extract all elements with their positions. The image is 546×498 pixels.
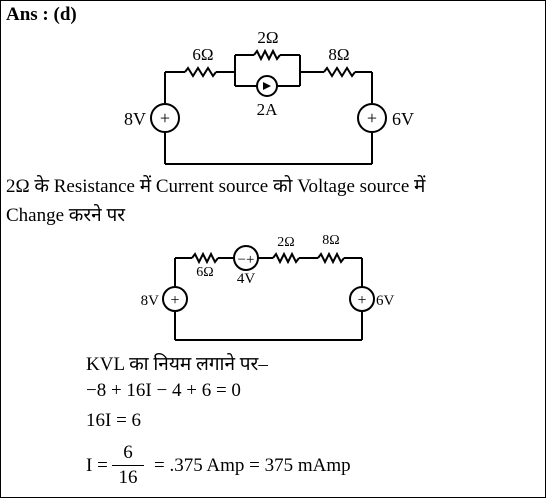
equation-2: 16I = 6 xyxy=(86,410,142,431)
explanation-text: 2Ω के Resistance में Current source को V… xyxy=(6,172,425,230)
explanation-line-1: 2Ω के Resistance में Current source को V… xyxy=(6,176,426,197)
label-2ohm-c1: 2Ω xyxy=(257,28,278,47)
voltage-source-4v-icon xyxy=(233,245,259,271)
equation-3-lhs: I = xyxy=(86,455,108,476)
resistor-2ohm-c2 xyxy=(272,251,300,265)
label-4V: 4V xyxy=(237,271,256,287)
label-2A: 2A xyxy=(257,100,279,119)
label-2ohm-c2: 2Ω xyxy=(277,235,294,250)
v-right-sign-c1: + xyxy=(367,108,377,128)
v-right-sign-c2: + xyxy=(357,292,366,309)
resistor-8ohm-c1 xyxy=(323,66,356,78)
label-6ohm-c2: 6Ω xyxy=(196,265,213,280)
v-left-sign-c1: + xyxy=(160,108,170,128)
voltage-source-right-icon xyxy=(357,103,387,133)
answer-label: Ans : (d) xyxy=(6,4,77,25)
resistor-6ohm-c1 xyxy=(184,66,217,78)
fraction-numerator: 6 xyxy=(123,442,133,463)
label-8ohm-c2: 8Ω xyxy=(322,233,339,248)
v-left-sign-c2: + xyxy=(170,292,179,309)
equation-3-fraction: 6 16 xyxy=(108,442,148,489)
fraction-bar xyxy=(112,465,144,466)
equation-3-rhs: = .375 Amp = 375 mAmp xyxy=(154,455,351,476)
label-8V-c1: 8V xyxy=(124,109,146,129)
v-mid-sign-c2: −+ xyxy=(238,252,255,268)
label-8V-c2: 8V xyxy=(141,293,160,309)
voltage-source-left-c2-icon xyxy=(162,286,188,312)
explanation-line-2: Change करने पर xyxy=(6,205,126,226)
label-6ohm-c1: 6Ω xyxy=(192,45,213,64)
kvl-heading: KVL का नियम लगाने पर– xyxy=(86,354,268,375)
label-8ohm-c1: 8Ω xyxy=(328,45,349,64)
resistor-6ohm-c2 xyxy=(191,251,219,265)
voltage-source-left-icon xyxy=(150,103,180,133)
resistor-8ohm-c2 xyxy=(317,251,345,265)
label-6V-c2: 6V xyxy=(376,293,395,309)
label-6V-c1: 6V xyxy=(392,109,414,129)
fraction-denominator: 16 xyxy=(118,467,138,488)
circuit-2 xyxy=(174,251,363,341)
resistor-2ohm-c1 xyxy=(253,48,281,62)
voltage-source-right-c2-icon xyxy=(349,286,375,312)
equation-1: −8 + 16I − 4 + 6 = 0 xyxy=(86,380,241,401)
